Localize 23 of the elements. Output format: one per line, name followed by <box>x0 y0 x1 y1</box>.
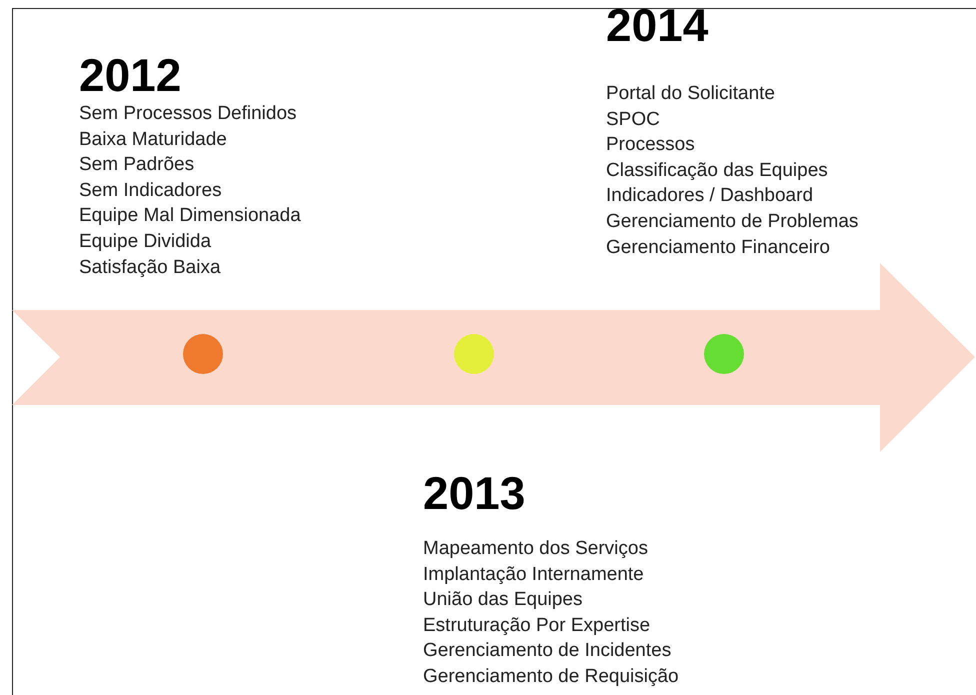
milestone-item: Sem Padrões <box>79 155 194 174</box>
milestone-item: Implantação Internamente <box>423 564 644 584</box>
milestone-item: Estruturação Por Expertise <box>423 616 650 635</box>
milestone-item: Gerenciamento de Incidentes <box>423 641 672 660</box>
milestone-item: SPOC <box>606 110 660 129</box>
milestone-item: Baixa Maturidade <box>79 130 227 149</box>
milestone-item: Sem Processos Definidos <box>79 104 297 123</box>
milestone-item: Sem Indicadores <box>79 180 222 200</box>
year-heading: 2012 <box>79 52 182 98</box>
milestone-item: Classificação das Equipes <box>606 160 828 180</box>
year-heading: 2013 <box>423 470 526 516</box>
milestone-item: Processos <box>606 135 695 154</box>
milestone-item: Satisfação Baixa <box>79 258 221 277</box>
milestone-item: Gerenciamento de Requisição <box>423 667 679 686</box>
milestone-item: Equipe Dividida <box>79 232 212 251</box>
milestone-item: Mapeamento dos Serviços <box>423 539 648 558</box>
milestone-item: Indicadores / Dashboard <box>606 186 814 206</box>
milestone-item: Equipe Mal Dimensionada <box>79 206 301 226</box>
year-heading: 2014 <box>606 2 708 48</box>
milestone-item: União das Equipes <box>423 590 582 610</box>
milestone-item: Gerenciamento de Problemas <box>606 212 858 231</box>
milestone-item: Portal do Solicitante <box>606 84 775 103</box>
milestone-item: Gerenciamento Financeiro <box>606 238 830 257</box>
